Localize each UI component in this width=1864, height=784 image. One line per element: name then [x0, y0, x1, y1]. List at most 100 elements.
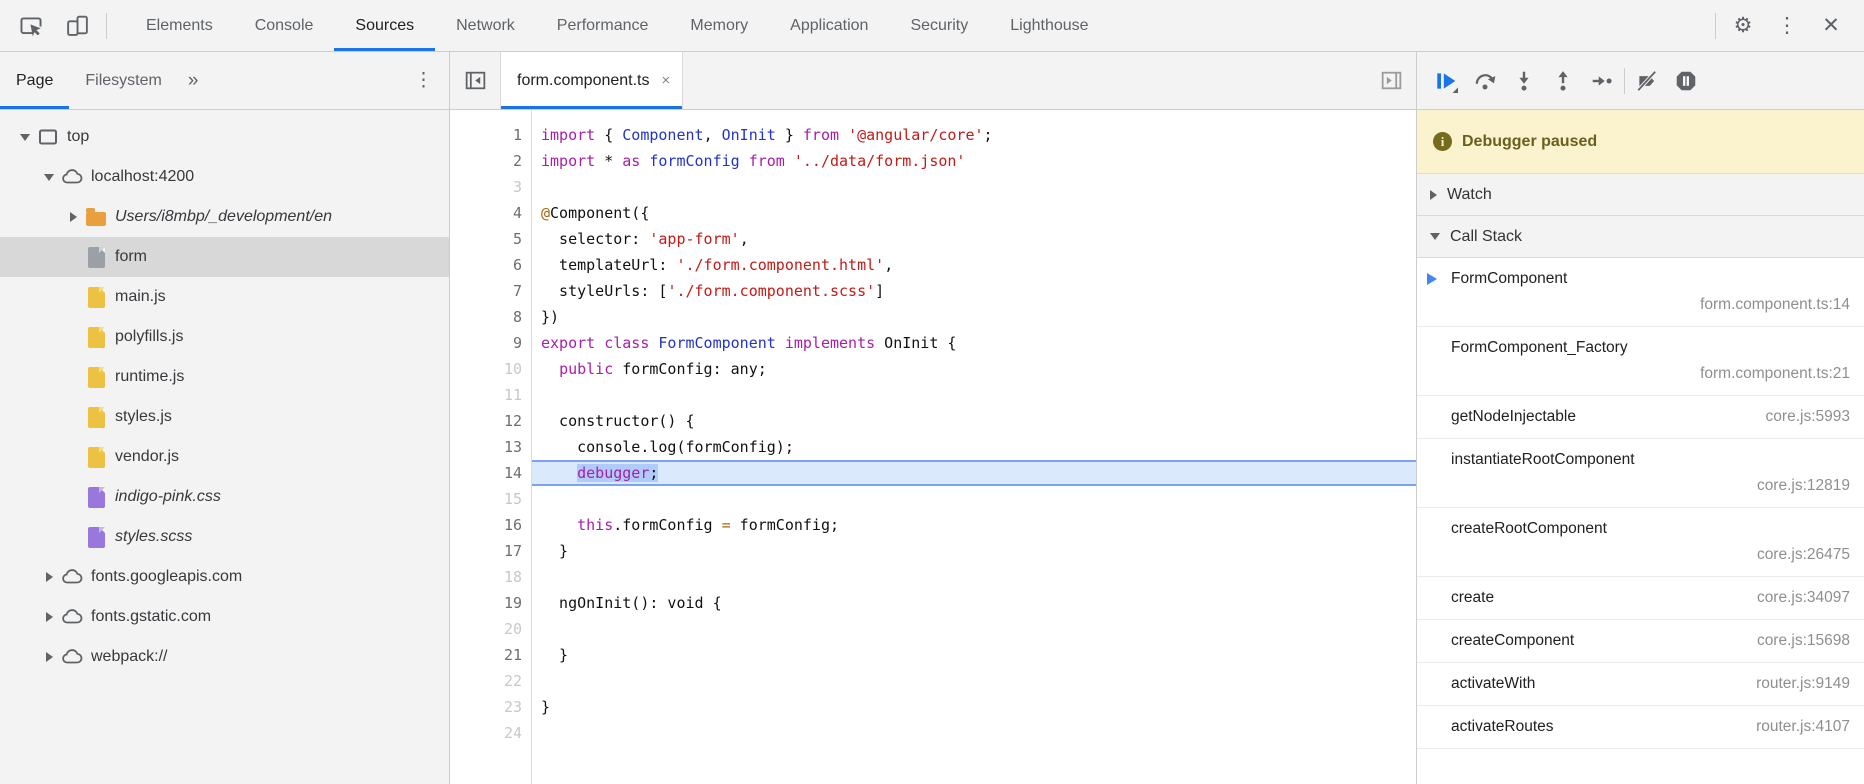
- file-tab-close-icon[interactable]: ×: [661, 72, 671, 89]
- code-line-24[interactable]: [532, 720, 1416, 746]
- code-line-12[interactable]: constructor() {: [532, 408, 1416, 434]
- line-number-6[interactable]: 6: [512, 256, 522, 274]
- code-line-3[interactable]: [532, 174, 1416, 200]
- expand-debugger-panel-icon[interactable]: [1374, 64, 1408, 98]
- section-call-stack[interactable]: Call Stack: [1417, 216, 1864, 258]
- tab-security[interactable]: Security: [910, 16, 969, 34]
- code-line-11[interactable]: [532, 382, 1416, 408]
- resume-script-icon[interactable]: [1429, 64, 1463, 98]
- code-line-22[interactable]: [532, 668, 1416, 694]
- more-tabs-icon[interactable]: »: [187, 69, 199, 91]
- code-line-5[interactable]: selector: 'app-form',: [532, 226, 1416, 252]
- tab-filesystem[interactable]: Filesystem: [85, 71, 162, 89]
- tab-performance[interactable]: Performance: [556, 16, 649, 34]
- tree-item-form[interactable]: form: [0, 237, 449, 277]
- line-number-13[interactable]: 13: [503, 438, 522, 456]
- tree-item-main-js[interactable]: main.js: [0, 277, 449, 317]
- step-into-icon[interactable]: [1507, 64, 1541, 98]
- tab-elements[interactable]: Elements: [146, 16, 213, 34]
- code-line-2[interactable]: import * as formConfig from '../data/for…: [532, 148, 1416, 174]
- expander-icon[interactable]: [38, 652, 60, 662]
- line-number-9[interactable]: 9: [512, 334, 522, 352]
- inspect-element-icon[interactable]: [14, 9, 48, 43]
- tree-item-users-i8mbp-development-en[interactable]: Users/i8mbp/_development/en: [0, 197, 449, 237]
- tab-memory[interactable]: Memory: [690, 16, 749, 34]
- more-options-kebab-icon[interactable]: ⋮: [1776, 14, 1798, 37]
- collapse-navigator-icon[interactable]: [458, 64, 492, 98]
- expander-icon[interactable]: [62, 212, 84, 222]
- line-number-14[interactable]: 14: [503, 464, 522, 482]
- tree-item-localhost-4200[interactable]: localhost:4200: [0, 157, 449, 197]
- code-area[interactable]: import { Component, OnInit } from '@angu…: [532, 110, 1416, 784]
- line-number-2[interactable]: 2: [512, 152, 522, 170]
- line-number-12[interactable]: 12: [503, 412, 522, 430]
- tree-item-top[interactable]: top: [0, 117, 449, 157]
- code-line-16[interactable]: this.formConfig = formConfig;: [532, 512, 1416, 538]
- tree-item-vendor-js[interactable]: vendor.js: [0, 437, 449, 477]
- code-line-18[interactable]: [532, 564, 1416, 590]
- line-number-24[interactable]: 24: [503, 724, 522, 742]
- tree-item-runtime-js[interactable]: runtime.js: [0, 357, 449, 397]
- expander-icon[interactable]: [38, 173, 60, 181]
- line-number-10[interactable]: 10: [503, 360, 522, 378]
- tab-application[interactable]: Application: [790, 16, 869, 34]
- tree-item-fonts-gstatic-com[interactable]: fonts.gstatic.com: [0, 597, 449, 637]
- tree-item-styles-js[interactable]: styles.js: [0, 397, 449, 437]
- section-watch[interactable]: Watch: [1417, 174, 1864, 216]
- code-line-20[interactable]: [532, 616, 1416, 642]
- navigator-menu-kebab-icon[interactable]: ⋮: [414, 70, 433, 91]
- line-number-18[interactable]: 18: [503, 568, 522, 586]
- device-toolbar-icon[interactable]: [60, 9, 94, 43]
- line-number-4[interactable]: 4: [512, 204, 522, 222]
- code-line-7[interactable]: styleUrls: ['./form.component.scss']: [532, 278, 1416, 304]
- expander-icon[interactable]: [14, 133, 36, 141]
- code-line-10[interactable]: public formConfig: any;: [532, 356, 1416, 382]
- tree-item-fonts-googleapis-com[interactable]: fonts.googleapis.com: [0, 557, 449, 597]
- line-number-22[interactable]: 22: [503, 672, 522, 690]
- line-number-17[interactable]: 17: [503, 542, 522, 560]
- tree-item-styles-scss[interactable]: styles.scss: [0, 517, 449, 557]
- line-number-19[interactable]: 19: [503, 594, 522, 612]
- tree-item-webpack-[interactable]: webpack://: [0, 637, 449, 677]
- file-tab-form-component-ts[interactable]: form.component.ts ×: [500, 52, 684, 109]
- line-number-7[interactable]: 7: [512, 282, 522, 300]
- code-line-15[interactable]: [532, 486, 1416, 512]
- code-line-9[interactable]: export class FormComponent implements On…: [532, 330, 1416, 356]
- line-number-16[interactable]: 16: [503, 516, 522, 534]
- code-line-21[interactable]: }: [532, 642, 1416, 668]
- tree-item-polyfills-js[interactable]: polyfills.js: [0, 317, 449, 357]
- line-number-11[interactable]: 11: [503, 386, 522, 404]
- code-line-1[interactable]: import { Component, OnInit } from '@angu…: [532, 122, 1416, 148]
- tab-sources[interactable]: Sources: [334, 0, 435, 51]
- line-number-5[interactable]: 5: [512, 230, 522, 248]
- expander-icon[interactable]: [38, 572, 60, 582]
- settings-gear-icon[interactable]: ⚙: [1733, 14, 1753, 37]
- pause-on-exceptions-icon[interactable]: [1669, 64, 1703, 98]
- step-icon[interactable]: [1585, 64, 1619, 98]
- line-number-1[interactable]: 1: [512, 126, 522, 144]
- code-line-19[interactable]: ngOnInit(): void {: [532, 590, 1416, 616]
- step-over-icon[interactable]: [1468, 64, 1502, 98]
- code-line-23[interactable]: }: [532, 694, 1416, 720]
- tab-lighthouse[interactable]: Lighthouse: [1010, 16, 1089, 34]
- line-number-8[interactable]: 8: [512, 308, 522, 326]
- tab-network[interactable]: Network: [456, 16, 515, 34]
- tab-console[interactable]: Console: [254, 16, 314, 34]
- line-number-15[interactable]: 15: [503, 490, 522, 508]
- close-devtools-icon[interactable]: ✕: [1822, 14, 1840, 37]
- line-number-21[interactable]: 21: [503, 646, 522, 664]
- deactivate-breakpoints-icon[interactable]: [1630, 64, 1664, 98]
- code-line-6[interactable]: templateUrl: './form.component.html',: [532, 252, 1416, 278]
- code-line-13[interactable]: console.log(formConfig);: [532, 434, 1416, 460]
- code-line-8[interactable]: }): [532, 304, 1416, 330]
- step-out-icon[interactable]: [1546, 64, 1580, 98]
